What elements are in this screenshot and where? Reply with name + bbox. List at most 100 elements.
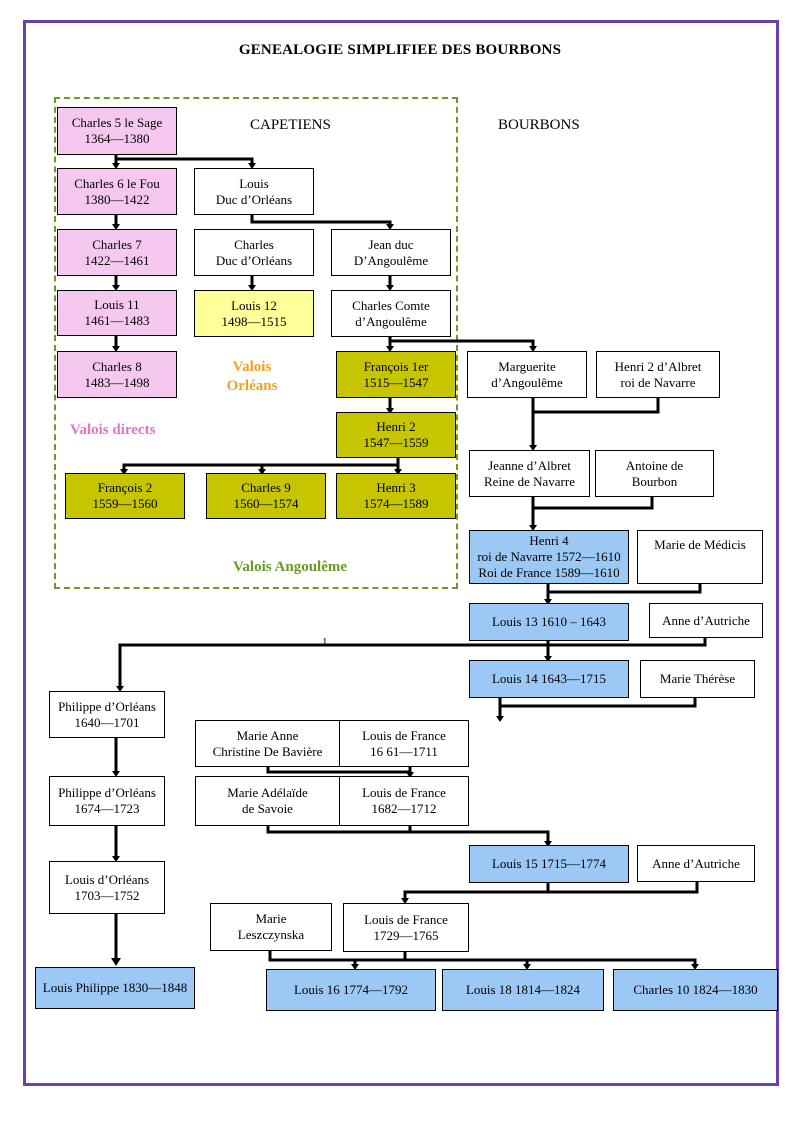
person-name: Henri 2 — [376, 419, 416, 434]
person-philippe-orleans-1640: Philippe d’Orléans 1640—1701 — [49, 691, 165, 738]
valois-angouleme-label: Valois Angoulême — [232, 559, 348, 575]
person-marie-therese: Marie Thérèse — [640, 660, 755, 698]
person-henri-2-albret: Henri 2 d’Albret roi de Navarre — [596, 351, 720, 398]
person-dates: 1640—1701 — [74, 714, 140, 730]
person-name: Anne d’Autriche — [662, 612, 750, 628]
person-title: d’Angoulême — [491, 374, 563, 390]
person-charles-8: Charles 8 1483—1498 — [57, 351, 177, 398]
person-title: Duc d’Orléans — [215, 252, 293, 268]
person-dates: 1483—1498 — [84, 374, 150, 390]
person-dates: 1422—1461 — [84, 252, 150, 268]
person-henri-4: Henri 4 roi de Navarre 1572—1610 Roi de … — [469, 530, 629, 584]
person-philippe-orleans-1674: Philippe d’Orléans 1674—1723 — [49, 776, 165, 826]
person-name: Louis de France — [362, 727, 446, 743]
person-louis-12: Louis 12 1498—1515 — [194, 290, 314, 337]
person-francois-1er: François 1er 1515—1547 — [336, 351, 456, 398]
person-name: Louis 11 — [94, 297, 140, 312]
person-title: Duc d’Orléans — [215, 191, 293, 207]
person-name: Anne d’Autriche — [652, 855, 740, 871]
person-name: Marie Thérèse — [659, 671, 736, 686]
person-charles-9: Charles 9 1560—1574 — [206, 473, 326, 519]
person-dates: 1380—1422 — [84, 191, 150, 207]
person-dates: 1515—1547 — [363, 374, 429, 390]
person-dates: 1682—1712 — [371, 801, 437, 816]
page-frame — [23, 20, 779, 1086]
person-name: Louis d’Orléans — [64, 871, 150, 887]
person-louis-13: Louis 13 1610 – 1643 — [469, 603, 629, 641]
person-henri-2: Henri 2 1547—1559 — [336, 412, 456, 458]
bourbons-label: BOURBONS — [498, 117, 580, 133]
person-title: Reine de Navarre — [484, 473, 575, 489]
person-name: Louis 16 1774—1792 — [293, 982, 409, 997]
person-name: Louis de France — [362, 785, 446, 800]
person-louis-orleans-1703: Louis d’Orléans 1703—1752 — [49, 861, 165, 914]
person-name: Charles 8 — [92, 358, 142, 374]
person-name: Charles — [234, 236, 274, 252]
person-marie-anne-christine: Marie Anne Christine De Bavière — [195, 720, 340, 767]
person-name: Philippe d’Orléans — [58, 785, 156, 800]
person-name: Charles 10 1824—1830 — [633, 982, 758, 997]
person-name: Henri 2 d’Albret — [614, 358, 702, 374]
person-name: Charles Comte — [352, 297, 430, 313]
person-name: Marguerite — [498, 358, 556, 374]
person-dates: 1729—1765 — [373, 927, 439, 943]
person-anne-autriche-2: Anne d’Autriche — [637, 845, 755, 882]
person-dates: 16 61—1711 — [370, 743, 438, 759]
person-name: Louis 12 — [231, 297, 277, 313]
person-dates: 1559—1560 — [92, 496, 158, 511]
person-charles-5: Charles 5 le Sage 1364—1380 — [57, 107, 177, 155]
person-title: roi de Navarre — [620, 374, 696, 390]
person-dates: 1674—1723 — [74, 801, 140, 816]
person-name: Henri 3 — [376, 480, 416, 495]
person-marie-de-medicis: Marie de Médicis — [637, 530, 763, 584]
person-name: Louis 15 1715—1774 — [491, 856, 607, 871]
person-dates: 1461—1483 — [84, 313, 150, 328]
person-title: Leszczynska — [237, 927, 305, 942]
person-louis-de-france-1682: Louis de France 1682—1712 — [339, 776, 469, 826]
person-title: d’Angoulême — [355, 313, 427, 329]
valois-orleans-label: Valois Orléans — [212, 358, 292, 396]
person-louis-de-france-1661: Louis de France 16 61—1711 — [339, 720, 469, 767]
person-name: François 2 — [97, 480, 153, 495]
person-name: Marie Adélaïde — [227, 785, 308, 800]
person-name: Louis Philippe 1830—1848 — [42, 980, 188, 995]
page-title: GENEALOGIE SIMPLIFIEE DES BOURBONS — [238, 42, 562, 58]
person-marie-leszczynska: Marie Leszczynska — [210, 903, 332, 951]
person-charles-duc-orleans: Charles Duc d’Orléans — [194, 229, 314, 276]
person-name: Henri 4 — [529, 533, 569, 548]
person-jean-duc-angouleme: Jean duc D’Angoulême — [331, 229, 451, 276]
person-name: Louis de France — [364, 911, 448, 927]
person-dates: 1703—1752 — [74, 887, 140, 903]
person-marie-adelaide: Marie Adélaïde de Savoie — [195, 776, 340, 826]
person-name: Louis 13 1610 – 1643 — [491, 614, 607, 629]
person-louis-14: Louis 14 1643—1715 — [469, 660, 629, 698]
person-name: Louis 14 1643—1715 — [491, 671, 607, 686]
person-francois-2: François 2 1559—1560 — [65, 473, 185, 519]
person-name: Philippe d’Orléans — [58, 698, 156, 714]
person-name: Antoine de — [625, 457, 684, 473]
person-louis-16: Louis 16 1774—1792 — [266, 969, 436, 1011]
person-title: D’Angoulême — [353, 252, 429, 268]
person-name: Marie de Médicis — [654, 537, 746, 552]
valois-orleans-label-line1: Valois — [232, 359, 272, 375]
person-name: François 1er — [363, 358, 429, 374]
person-name: Louis 18 1814—1824 — [465, 982, 581, 997]
person-dates: 1364—1380 — [84, 131, 150, 146]
person-jeanne-albret: Jeanne d’Albret Reine de Navarre — [469, 450, 590, 497]
person-title: de Savoie — [242, 801, 293, 816]
person-charles-10: Charles 10 1824—1830 — [613, 969, 778, 1011]
person-reign-navarre: roi de Navarre 1572—1610 — [477, 549, 621, 564]
person-charles-7: Charles 7 1422—1461 — [57, 229, 177, 276]
capetiens-group-border — [54, 97, 458, 589]
person-louis-de-france-1729: Louis de France 1729—1765 — [343, 903, 469, 952]
person-louis-duc-orleans: Louis Duc d’Orléans — [194, 168, 314, 215]
person-name: Charles 5 le Sage — [71, 115, 163, 130]
person-name: Marie — [255, 911, 287, 926]
person-name: Jean duc — [368, 236, 414, 252]
person-dates: 1560—1574 — [233, 496, 299, 511]
person-title: Bourbon — [631, 473, 678, 489]
person-louis-15: Louis 15 1715—1774 — [469, 845, 629, 883]
person-dates: 1547—1559 — [363, 435, 429, 450]
valois-orleans-label-line2: Orléans — [226, 378, 278, 394]
